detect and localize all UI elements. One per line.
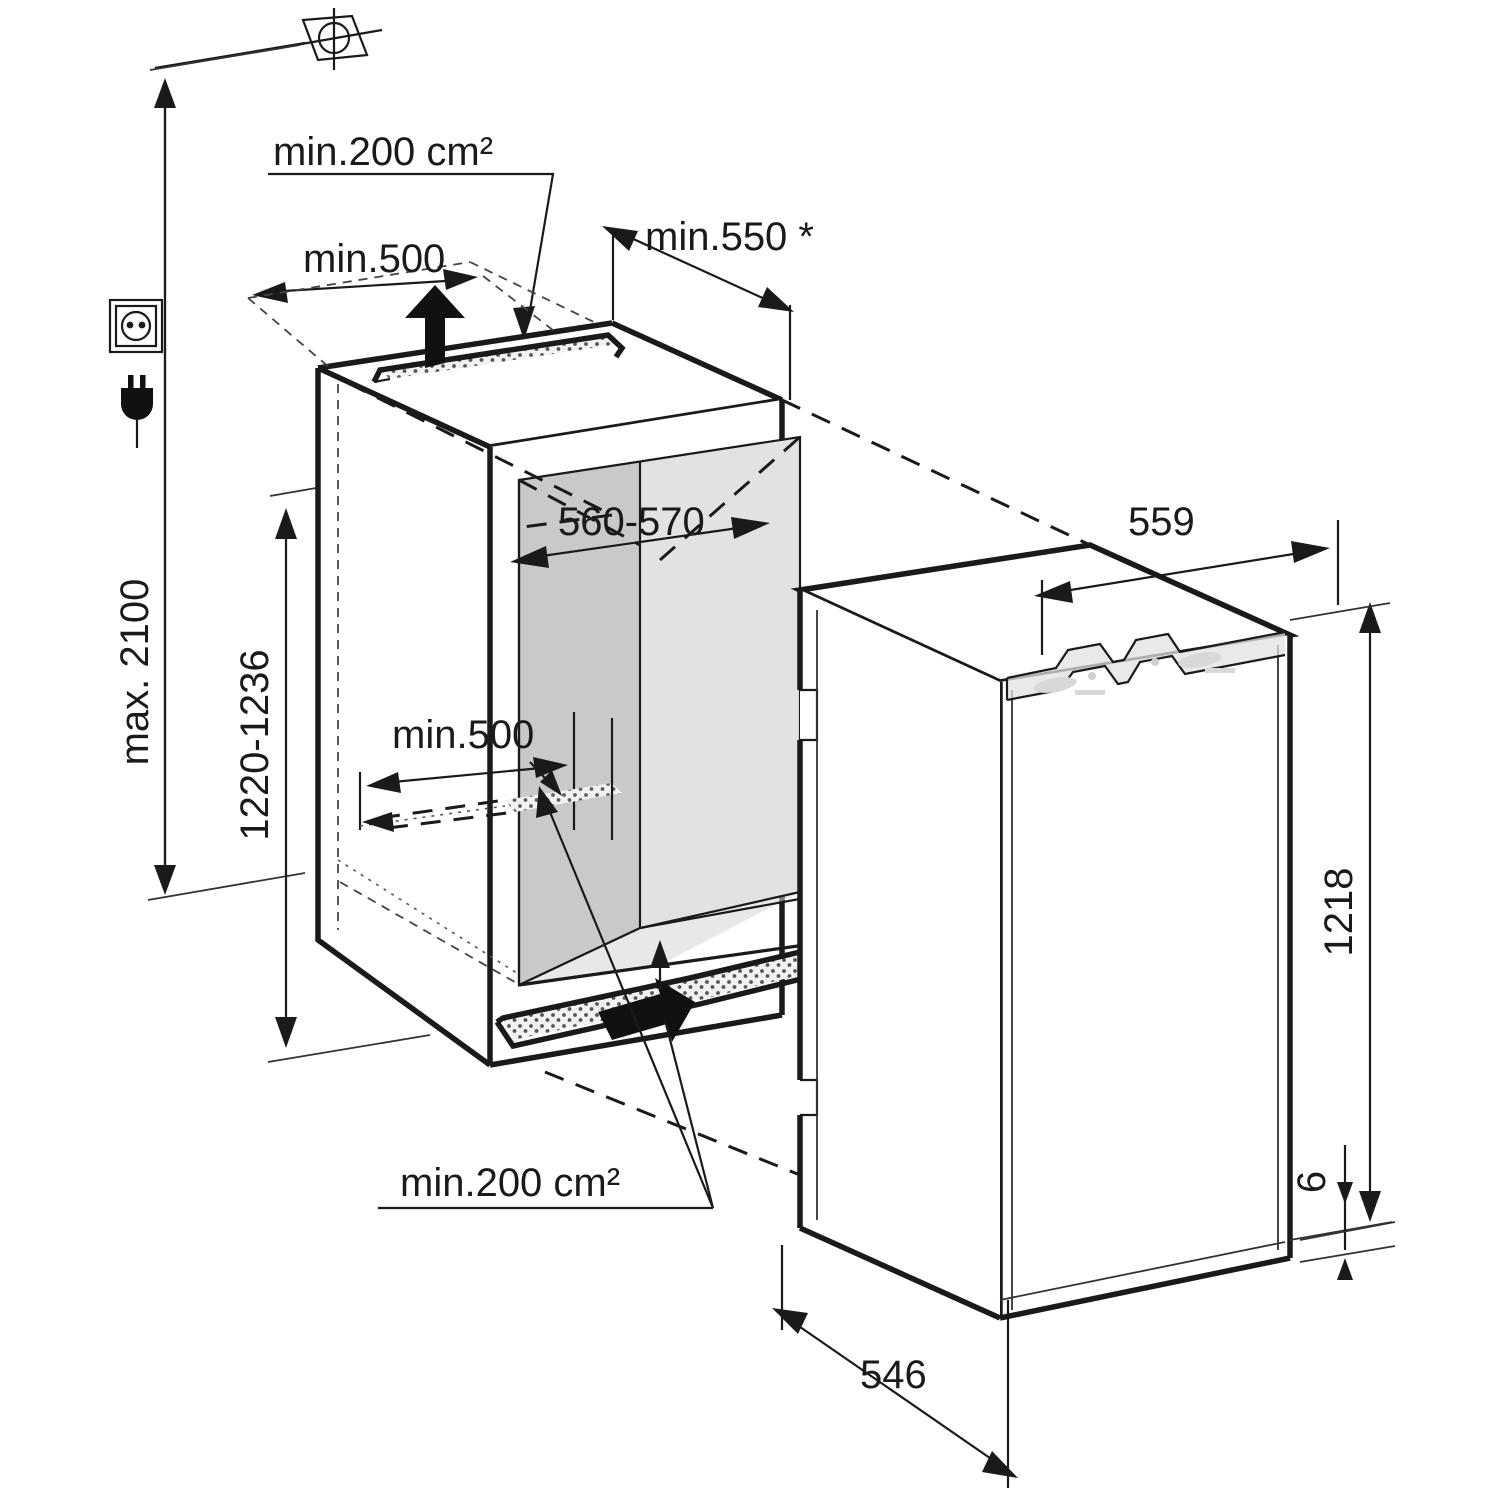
dimension-max-2100 [147, 44, 306, 901]
dimension-top-clearance [247, 261, 601, 369]
dimension-label-max-2100: max. 2100 [113, 579, 157, 766]
dimension-appliance-width [772, 1245, 1018, 1488]
crosshair-target-icon [289, 8, 383, 70]
niche-interior [517, 435, 806, 987]
crosshair-leader-line [154, 41, 306, 70]
bottom-vent-opening [494, 949, 807, 1050]
rear-vent-slot [359, 718, 622, 840]
door-handle-recess [1005, 630, 1286, 702]
dimension-niche-depth [602, 226, 794, 400]
airflow-out-arrow [405, 285, 465, 368]
label-bottom-vent-area: min.200 cm² [400, 1161, 620, 1205]
power-socket-icon [108, 298, 164, 354]
dimension-niche-width [510, 517, 770, 568]
label-appliance-width: 546 [860, 1353, 927, 1397]
leader-bottom-vent-area [378, 786, 715, 1210]
dimension-niche-height [267, 469, 431, 1063]
label-rear-clearance: min.500 [392, 713, 534, 757]
dimension-appliance-height [1289, 602, 1393, 1241]
label-appliance-height: 1218 [1317, 868, 1361, 957]
leader-top-vent-area [268, 172, 555, 340]
label-top-vent-area: min.200 cm² [273, 130, 493, 174]
airflow-in-arrow [598, 940, 695, 1042]
dimension-appliance-depth [1034, 520, 1340, 655]
dimension-rear-clearance [358, 712, 576, 830]
dimension-label-niche-height: 1220-1236 [233, 649, 277, 840]
power-plug-icon [121, 375, 153, 448]
top-vent-opening [371, 332, 626, 384]
label-plinth-gap: 6 [1290, 1171, 1334, 1193]
appliance-unit [790, 542, 1300, 1321]
label-appliance-depth: 559 [1128, 500, 1195, 544]
label-top-clearance: min.500 [303, 237, 445, 281]
label-niche-depth: min.550 * [645, 215, 814, 259]
label-niche-width: 560-570 [558, 500, 705, 544]
dimension-plinth-gap [1299, 1145, 1396, 1280]
